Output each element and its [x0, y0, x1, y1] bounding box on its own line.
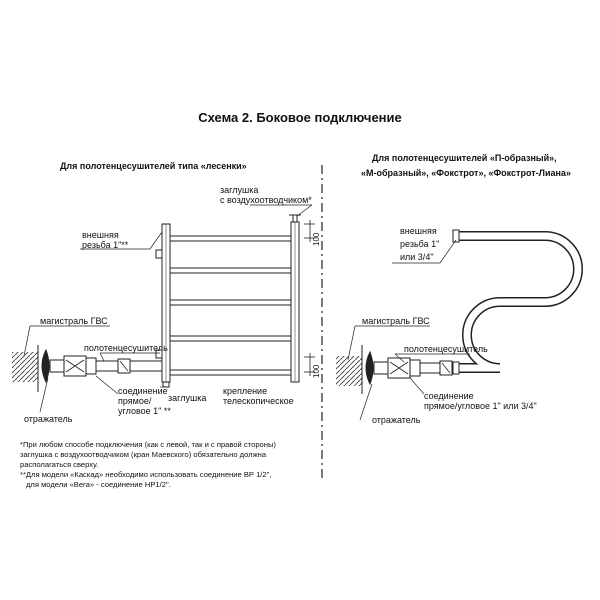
- label-r-towel-dryer: полотенцесушитель: [404, 344, 488, 354]
- dimension-lines: [304, 220, 315, 376]
- right-subtitle-2: «М-образный», «Фокстрот», «Фокстрот-Лиан…: [361, 168, 571, 178]
- label-mount-2: телескопическое: [223, 396, 294, 406]
- note-line-5: для модели «Вега» - соединение НР1/2".: [26, 480, 171, 489]
- note-line-3: располагаться сверху.: [20, 460, 99, 469]
- note-line-1: *При любом способе подключения (как с ле…: [20, 440, 276, 449]
- right-leader-lines: [347, 239, 470, 421]
- right-subtitle-1: Для полотенцесушителей «П-образный»,: [372, 153, 557, 163]
- left-subtitle: Для полотенцесушителей типа «лесенки»: [60, 161, 247, 171]
- label-connection-2: прямое/: [118, 396, 152, 406]
- diagram-title: Схема 2. Боковое подключение: [198, 110, 402, 125]
- label-main-hot-water: магистраль ГВС: [40, 316, 108, 326]
- label-r-reflector: отражатель: [372, 415, 421, 425]
- ladder-towel-dryer: [155, 214, 301, 388]
- label-towel-dryer: полотенцесушитель: [84, 343, 168, 353]
- left-wall-connection: [12, 345, 163, 392]
- label-plug: заглушка: [168, 393, 207, 403]
- label-reflector: отражатель: [24, 414, 73, 424]
- label-r-main-hot-water: магистраль ГВС: [362, 316, 430, 326]
- label-plug-air-1: заглушка: [220, 185, 259, 195]
- label-r-ext-thread-2: резьба 1": [400, 239, 440, 249]
- label-connection-3: угловое 1" **: [118, 406, 171, 416]
- left-leader-lines: [23, 204, 313, 413]
- dimension-bottom: 100: [312, 364, 321, 378]
- note-line-2: заглушка с воздухоотводчиком (кран Маевс…: [20, 450, 267, 459]
- label-plug-air-2: с воздухоотводчиком*: [220, 195, 312, 205]
- right-wall-connection: [336, 345, 453, 394]
- label-mount-1: крепление: [223, 386, 268, 396]
- label-r-ext-thread-1: внешняя: [400, 226, 437, 236]
- label-ext-thread-2: резьба 1"**: [82, 240, 129, 250]
- dimension-top: 100: [312, 232, 321, 246]
- label-ext-thread-1: внешняя: [82, 230, 119, 240]
- label-r-connection-2: прямое/угловое 1" или 3/4": [424, 401, 537, 411]
- label-r-ext-thread-3: или 3/4": [400, 252, 434, 262]
- serpentine-towel-dryer: [452, 229, 583, 375]
- note-line-4: **Для модели «Каскад» необходимо использ…: [20, 470, 272, 479]
- label-r-connection-1: соединение: [424, 391, 474, 401]
- label-connection-1: соединение: [118, 386, 168, 396]
